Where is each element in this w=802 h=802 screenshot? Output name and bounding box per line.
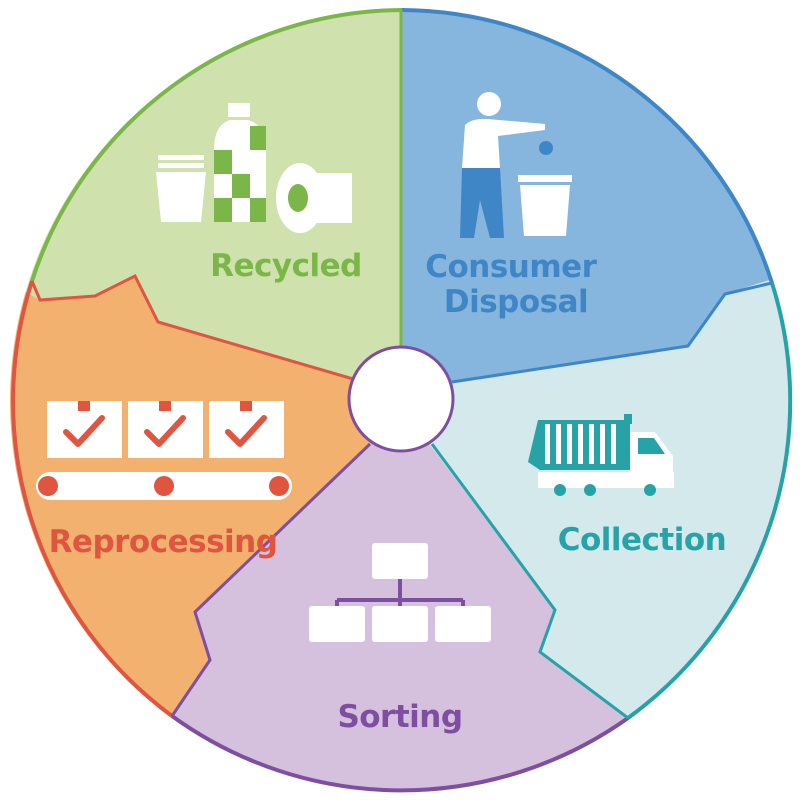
recycled-products-icon bbox=[156, 103, 352, 233]
divider-disposal-collection bbox=[451, 281, 773, 384]
rim-recycled bbox=[30, 8, 403, 282]
divider-sorting-reprocessing bbox=[170, 442, 372, 717]
center-hub bbox=[347, 345, 455, 453]
divider-collection-sorting bbox=[430, 443, 629, 720]
rim-collection bbox=[626, 282, 793, 720]
garbage-truck-icon bbox=[528, 414, 674, 496]
sorting-hierarchy-icon bbox=[309, 543, 491, 642]
rim-consumer-disposal bbox=[401, 8, 774, 284]
rim-sorting bbox=[170, 714, 630, 793]
divider-reprocessing-recycled bbox=[30, 273, 361, 383]
label-reprocessing: Reprocessing bbox=[49, 524, 278, 560]
label-consumer-disposal: Consumer Disposal bbox=[425, 249, 607, 320]
label-sorting: Sorting bbox=[337, 699, 462, 735]
person-disposing-trash-icon bbox=[460, 92, 572, 238]
label-recycled: Recycled bbox=[210, 248, 362, 284]
conveyor-belt-icon bbox=[36, 401, 292, 500]
label-collection: Collection bbox=[558, 522, 727, 558]
rim-reprocessing bbox=[11, 280, 174, 718]
